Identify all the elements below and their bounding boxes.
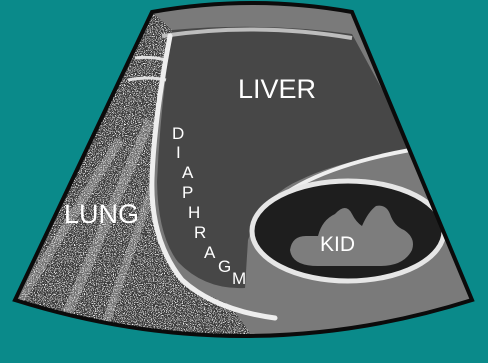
diaphragm-letter: D — [172, 124, 184, 143]
diaphragm-letter: H — [188, 203, 200, 222]
diaphragm-letter: P — [182, 183, 193, 202]
diaphragm-letter: A — [204, 243, 216, 262]
diaphragm-letter: M — [232, 269, 246, 288]
diaphragm-letter: R — [194, 223, 206, 242]
diaphragm-letter: A — [182, 163, 194, 182]
diaphragm-letter: I — [176, 143, 181, 162]
label-lung: LUNG — [64, 199, 139, 229]
label-kidney: KID — [320, 233, 355, 256]
diaphragm-letter: G — [218, 257, 231, 276]
label-liver: LIVER — [238, 74, 316, 104]
